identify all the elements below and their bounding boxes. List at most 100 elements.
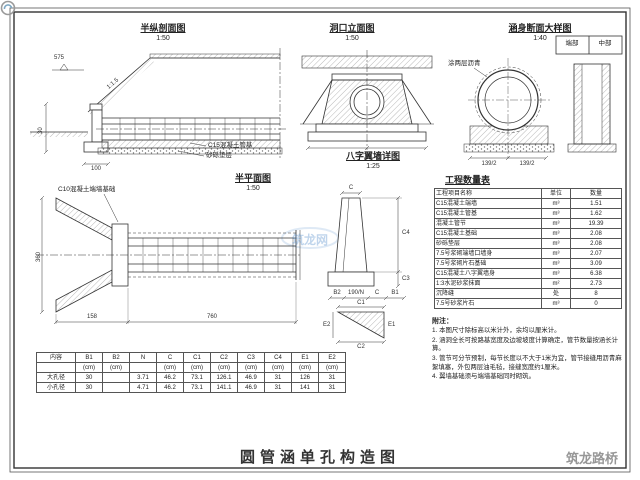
table-cell: 3.09: [570, 258, 622, 269]
note-item-2: 2. 涵洞全长可按路基宽度及边坡坡度计算确定，管节数量按涵长计算。: [432, 336, 619, 353]
dim-ww-c3: C3: [402, 276, 410, 282]
table-cell: 2.07: [570, 248, 622, 259]
table-cell: 30: [75, 382, 103, 393]
table-cell: 单位: [541, 188, 571, 199]
table-cell: C2: [210, 352, 238, 363]
dim-ww-c-top: C: [348, 185, 354, 191]
dim-slope: 1:1.5: [106, 77, 121, 91]
table-cell: 46.2: [156, 382, 184, 393]
wingwall-detail-drawing: [327, 190, 407, 345]
table-cell: (cm): [102, 362, 130, 373]
notes-title: 附注：: [432, 318, 453, 325]
sheet-title: 圆管涵单孔构造图: [239, 449, 401, 466]
dim-ww-c4: C4: [402, 230, 410, 236]
label-asphalt-coating: 涂两层沥青: [448, 60, 481, 67]
table-cell: m³: [541, 268, 571, 279]
scale-longitudinal: 1:50: [156, 35, 170, 42]
table-cell: 30: [75, 372, 103, 383]
quantity-table-title: 工程数量表: [445, 175, 491, 185]
table-cell: m³: [541, 208, 571, 219]
dim-ww-c1: C1: [357, 300, 365, 306]
table-cell: 2.08: [570, 238, 622, 249]
caption-portal: 洞口立面图: [329, 23, 375, 33]
sheet-border: [9, 7, 631, 473]
table-cell: (cm): [183, 362, 211, 373]
table-cell: 73.1: [183, 382, 211, 393]
caption-plan: 半平面图: [234, 173, 272, 183]
table-cell: 19.39: [570, 218, 622, 229]
note-item-1: 1. 本图尺寸除标高以米计外，余均以厘米计。: [432, 327, 561, 334]
table-cell: C4: [264, 352, 292, 363]
scale-body-section: 1:40: [533, 35, 547, 42]
caption-wingwall: 八字翼墙详图: [345, 151, 401, 161]
table-cell: 处: [541, 288, 571, 299]
table-cell: C1: [183, 352, 211, 363]
table-cell: C15混凝土端墙: [434, 198, 542, 209]
scale-wingwall: 1:25: [366, 163, 380, 170]
table-cell: C: [156, 352, 184, 363]
dim-wing-length: 158: [86, 314, 98, 320]
label-pipe-base: C15混凝土管基: [208, 142, 253, 149]
table-cell: 8: [570, 288, 622, 299]
table-cell: 31: [318, 372, 346, 383]
zhulong-logo-icon: [0, 0, 16, 16]
table-cell: 0: [570, 298, 622, 309]
table-cell: 2.73: [570, 278, 622, 289]
table-cell: m²: [541, 278, 571, 289]
dim-body-half-right: 139/2: [519, 161, 535, 167]
table-cell: 7.5号浆砌端墙口墙身: [434, 248, 542, 259]
caption-body-section: 涵身断面大样图: [508, 23, 572, 33]
table-cell: 内容: [36, 352, 76, 363]
table-cell: [129, 362, 157, 373]
table-cell: 46.9: [237, 382, 265, 393]
table-cell: m³: [541, 298, 571, 309]
dim-plan-width: 360: [36, 251, 42, 262]
dim-ww-c2: C2: [357, 344, 365, 350]
table-cell: (cm): [75, 362, 103, 373]
caption-longitudinal: 半纵剖面图: [140, 23, 186, 33]
center-watermark: 筑龙网: [291, 233, 329, 247]
note-item-3: 3. 管节可分节预制，每节长度以不大于1米为宜，管节接缝用沥青麻絮填塞，外包两层…: [432, 354, 622, 371]
table-cell: 31: [318, 382, 346, 393]
table-cell: 4.71: [129, 382, 157, 393]
table-cell: 大孔径: [36, 372, 76, 383]
table-cell: 31: [264, 382, 292, 393]
dim-body-length: 760: [206, 314, 218, 320]
dim-ww-e1: E1: [388, 322, 396, 328]
table-cell: m³: [541, 258, 571, 269]
table-cell: C15混凝土八字翼墙身: [434, 268, 542, 279]
notes-block: 附注： 1. 本图尺寸除标高以米计外，余均以厘米计。 2. 涵洞全长可按路基宽度…: [432, 316, 624, 383]
label-mid-part: 中部: [598, 40, 612, 47]
body-section-drawing: [463, 35, 623, 161]
table-cell: 小孔径: [36, 382, 76, 393]
table-cell: 141.1: [210, 382, 238, 393]
table-cell: E1: [291, 352, 319, 363]
dim-footing-width: 100: [90, 166, 102, 172]
table-cell: N: [129, 352, 157, 363]
note-item-4: 4. 翼墙基础须与端墙基础同时砌筑。: [432, 373, 535, 381]
table-cell: 3.71: [129, 372, 157, 383]
table-cell: [102, 382, 130, 393]
brand-watermark: 筑龙路桥: [566, 451, 619, 466]
table-cell: 73.1: [183, 372, 211, 383]
dim-ww-c: C: [374, 290, 380, 296]
table-cell: [102, 372, 130, 383]
table-cell: 砂砾垫层: [434, 238, 542, 249]
portal-elevation-drawing: [300, 50, 434, 151]
label-end-part: 端部: [565, 40, 579, 47]
table-cell: (cm): [318, 362, 346, 373]
table-cell: 7.5号浆砌片石基础: [434, 258, 542, 269]
table-cell: C15混凝土基础: [434, 228, 542, 239]
table-header-row: 工程项目名称单位数量: [434, 188, 622, 199]
table-cell: m³: [541, 228, 571, 239]
table-cell: 6.38: [570, 268, 622, 279]
